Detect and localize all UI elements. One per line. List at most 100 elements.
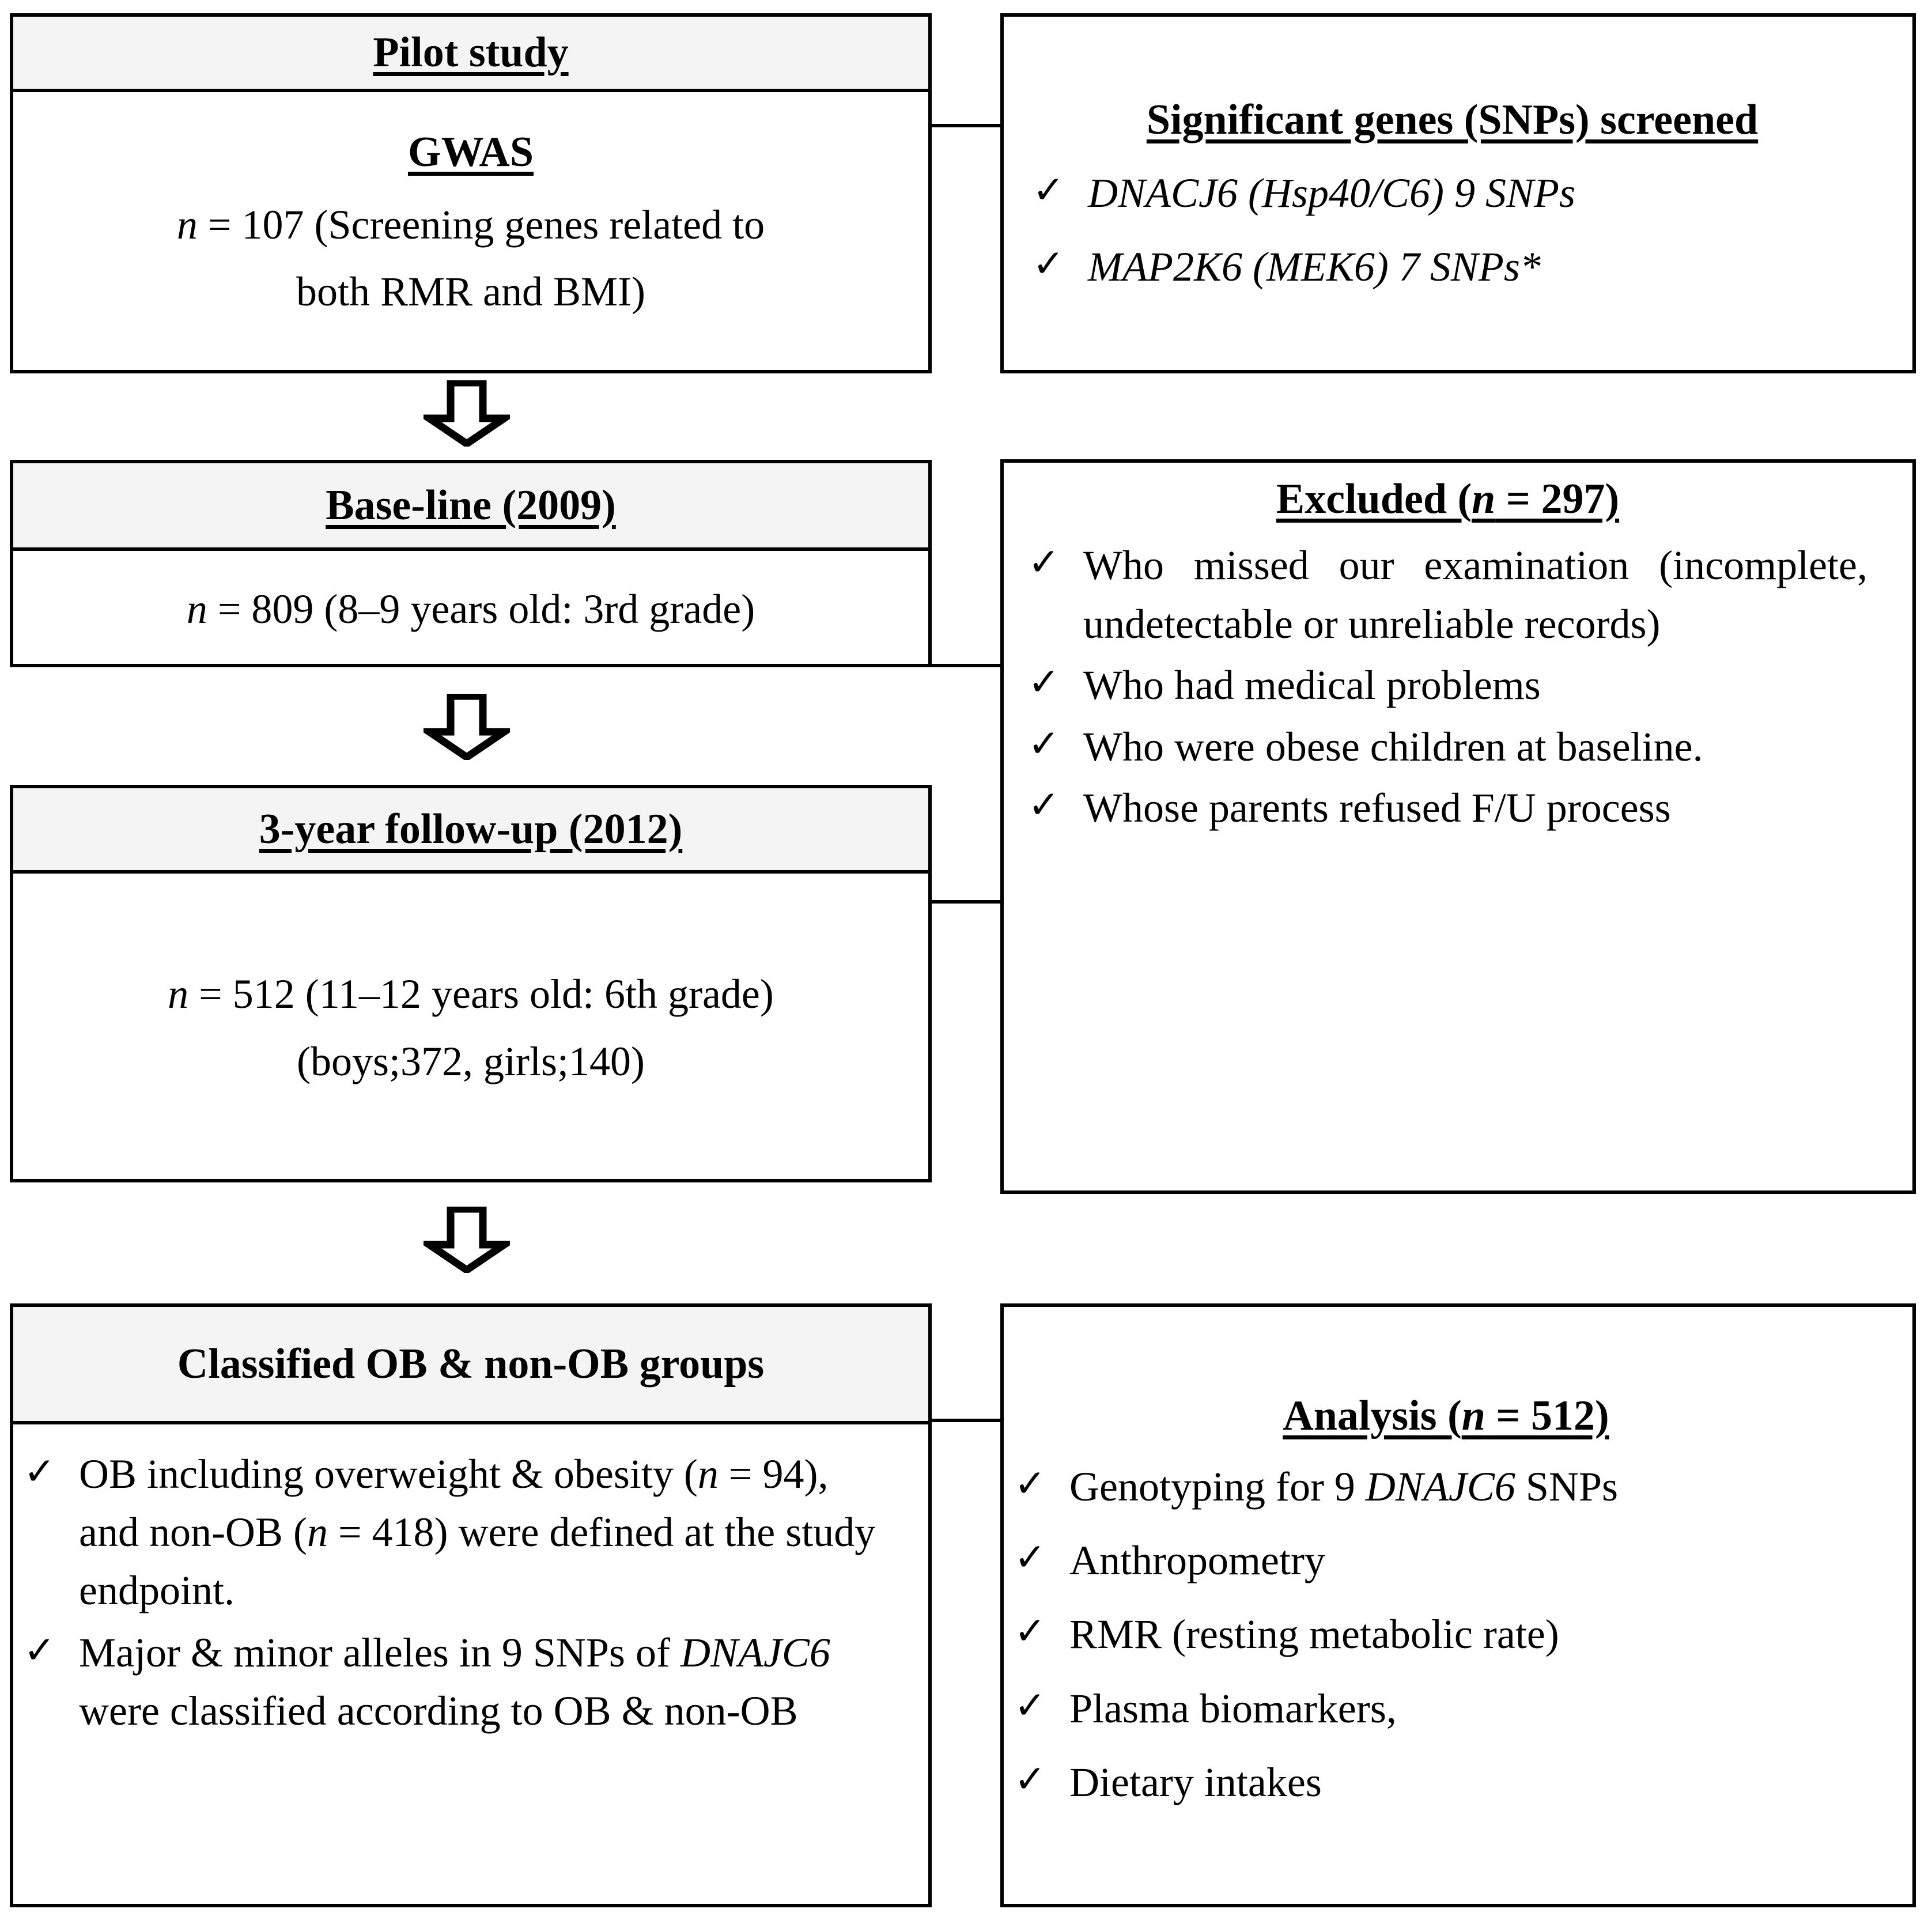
- check-icon: ✓: [1028, 539, 1060, 584]
- excluded-item-label: Who missed our examination (incomplete, …: [1083, 542, 1867, 648]
- followup-line-2: (boys;372, girls;140): [297, 1038, 645, 1084]
- classified-item-1-seg-2: = 94), and non-OB (: [79, 1451, 829, 1555]
- excluded-item-label: Who had medical problems: [1083, 662, 1541, 709]
- baseline-line-1-rest: = 809 (8–9 years old: 3rd grade): [207, 585, 755, 632]
- classified-item-1-seg-4: = 418) were defined at the study endpoin…: [79, 1509, 876, 1613]
- followup-body: n = 512 (11–12 years old: 6th grade) (bo…: [13, 874, 928, 1182]
- analysis-n-symbol: n: [1461, 1392, 1485, 1439]
- excluded-item-label: Whose parents refused F/U process: [1083, 784, 1671, 831]
- excluded-list: ✓ Who missed our examination (incomplete…: [1028, 536, 1867, 837]
- analysis-item-label: Anthropometry: [1069, 1537, 1325, 1584]
- excluded-item-label: Who were obese children at baseline.: [1083, 723, 1703, 770]
- down-arrow-icon-3: [424, 1207, 510, 1273]
- pilot-n-symbol: n: [176, 201, 198, 248]
- analysis-item-pre: Genotyping for 9: [1069, 1463, 1366, 1510]
- check-icon: ✓: [1028, 782, 1060, 827]
- down-arrow-icon-1: [424, 380, 510, 447]
- significant-genes-title: Significant genes (SNPs) screened: [1146, 96, 1759, 143]
- connector-pilot-to-genes: [928, 124, 1003, 127]
- pilot-study-line-2: both RMR and BMI): [296, 269, 646, 315]
- list-item: ✓ Whose parents refused F/U process: [1028, 778, 1867, 837]
- box-pilot-study: Pilot study GWAS n = 107 (Screening gene…: [10, 13, 932, 373]
- check-icon: ✓: [1014, 1535, 1046, 1580]
- excluded-title: Excluded (n = 297): [1028, 475, 1867, 523]
- check-icon: ✓: [1033, 241, 1065, 286]
- check-icon: ✓: [1028, 721, 1060, 766]
- connector-followup-to-excluded: [928, 900, 1003, 904]
- down-arrow-icon-2: [424, 694, 510, 760]
- analysis-item-label: Dietary intakes: [1069, 1759, 1322, 1805]
- gene-item-text: DNACJ6 (Hsp40/C6) 9 SNPs: [1088, 169, 1575, 216]
- baseline-n-symbol: n: [186, 585, 207, 632]
- list-item: ✓ Who were obese children at baseline.: [1028, 717, 1867, 776]
- list-item: ✓ Genotyping for 9 DNAJC6 SNPs: [1014, 1457, 1878, 1516]
- baseline-line-1: n = 809 (8–9 years old: 3rd grade): [187, 576, 755, 643]
- check-icon: ✓: [1033, 167, 1065, 212]
- gene-item-label: DNACJ6 (Hsp40/C6) 9 SNPs: [1088, 164, 1872, 222]
- classified-item-1: OB including overweight & obesity (n = 9…: [79, 1445, 894, 1619]
- gwas-subtitle: GWAS: [408, 128, 534, 176]
- box-significant-genes: Significant genes (SNPs) screened ✓ DNAC…: [1000, 13, 1916, 373]
- followup-n-symbol: n: [168, 971, 189, 1018]
- excluded-title-pre: Excluded (: [1276, 475, 1472, 523]
- significant-genes-list: ✓ DNACJ6 (Hsp40/C6) 9 SNPs ✓ MAP2K6 (MEK…: [1033, 164, 1872, 296]
- baseline-title: Base-line (2009): [326, 481, 616, 529]
- list-item: ✓ Plasma biomarkers,: [1014, 1679, 1878, 1738]
- box-classified: Classified OB & non-OB groups ✓ OB inclu…: [10, 1303, 932, 1907]
- pilot-study-title: Pilot study: [373, 29, 569, 77]
- classified-item-2-seg-2: were classified according to OB & non-OB: [79, 1688, 798, 1734]
- baseline-body: n = 809 (8–9 years old: 3rd grade): [13, 551, 928, 667]
- classified-item-2-gene: DNAJC6: [680, 1630, 830, 1676]
- check-icon: ✓: [24, 1449, 56, 1494]
- list-item: ✓ Dietary intakes: [1014, 1753, 1878, 1812]
- classified-item-1-n-2: n: [307, 1509, 328, 1555]
- classified-item-2-seg-0: Major & minor alleles in 9 SNPs of: [79, 1630, 680, 1676]
- analysis-title-pre: Analysis (: [1283, 1392, 1462, 1439]
- box-excluded: Excluded (n = 297) ✓ Who missed our exam…: [1000, 459, 1916, 1194]
- pilot-study-line-1: n = 107 (Screening genes related to: [177, 191, 765, 259]
- gene-item-label: MAP2K6 (MEK6) 7 SNPs*: [1088, 237, 1872, 296]
- analysis-item-post: SNPs: [1515, 1463, 1619, 1510]
- analysis-item-label: Genotyping for 9 DNAJC6 SNPs: [1069, 1457, 1878, 1516]
- pilot-line-1-rest: = 107 (Screening genes related to: [197, 201, 765, 248]
- analysis-list: ✓ Genotyping for 9 DNAJC6 SNPs ✓ Anthrop…: [1014, 1457, 1878, 1812]
- list-item: ✓ Who missed our examination (incomplete…: [1028, 536, 1867, 653]
- list-item: ✓ Major & minor alleles in 9 SNPs of DNA…: [24, 1624, 894, 1740]
- classified-list: ✓ OB including overweight & obesity (n =…: [24, 1445, 894, 1740]
- list-item: ✓ OB including overweight & obesity (n =…: [24, 1445, 894, 1619]
- followup-title: 3-year follow-up (2012): [259, 805, 683, 853]
- box-followup: 3-year follow-up (2012) n = 512 (11–12 y…: [10, 785, 932, 1182]
- connector-baseline-to-excluded: [928, 664, 1003, 667]
- classified-item-1-seg-0: OB including overweight & obesity (: [79, 1451, 698, 1497]
- box-baseline: Base-line (2009) n = 809 (8–9 years old:…: [10, 460, 932, 667]
- list-item: ✓ RMR (resting metabolic rate): [1014, 1605, 1878, 1664]
- list-item: ✓ Who had medical problems: [1028, 656, 1867, 715]
- followup-line-1: n = 512 (11–12 years old: 6th grade): [168, 961, 774, 1028]
- excluded-title-post: = 297): [1495, 475, 1620, 523]
- excluded-n-symbol: n: [1472, 475, 1496, 523]
- box-analysis: Analysis (n = 512) ✓ Genotyping for 9 DN…: [1000, 1303, 1916, 1907]
- classified-header-band: Classified OB & non-OB groups: [13, 1307, 928, 1424]
- classified-item-1-n-1: n: [697, 1451, 719, 1497]
- check-icon: ✓: [1014, 1461, 1046, 1506]
- analysis-title-post: = 512): [1485, 1392, 1609, 1439]
- analysis-body: Analysis (n = 512) ✓ Genotyping for 9 DN…: [1004, 1307, 1912, 1904]
- analysis-item-gene: DNAJC6: [1365, 1463, 1515, 1510]
- check-icon: ✓: [1014, 1609, 1046, 1654]
- followup-header-band: 3-year follow-up (2012): [13, 788, 928, 874]
- excluded-body: Excluded (n = 297) ✓ Who missed our exam…: [1004, 463, 1912, 1190]
- check-icon: ✓: [24, 1628, 56, 1673]
- pilot-study-body: GWAS n = 107 (Screening genes related to…: [13, 92, 928, 370]
- gene-item-text: MAP2K6 (MEK6) 7 SNPs*: [1088, 244, 1541, 290]
- followup-line-1-rest: = 512 (11–12 years old: 6th grade): [188, 971, 774, 1018]
- check-icon: ✓: [1014, 1683, 1046, 1728]
- analysis-title: Analysis (n = 512): [1014, 1392, 1878, 1440]
- classified-item-2: Major & minor alleles in 9 SNPs of DNAJC…: [79, 1624, 894, 1740]
- analysis-item-label: Plasma biomarkers,: [1069, 1685, 1397, 1732]
- check-icon: ✓: [1028, 660, 1060, 705]
- list-item: ✓ DNACJ6 (Hsp40/C6) 9 SNPs: [1033, 164, 1872, 222]
- pilot-study-header-band: Pilot study: [13, 17, 928, 92]
- check-icon: ✓: [1014, 1756, 1046, 1801]
- significant-genes-body: Significant genes (SNPs) screened ✓ DNAC…: [1004, 17, 1912, 370]
